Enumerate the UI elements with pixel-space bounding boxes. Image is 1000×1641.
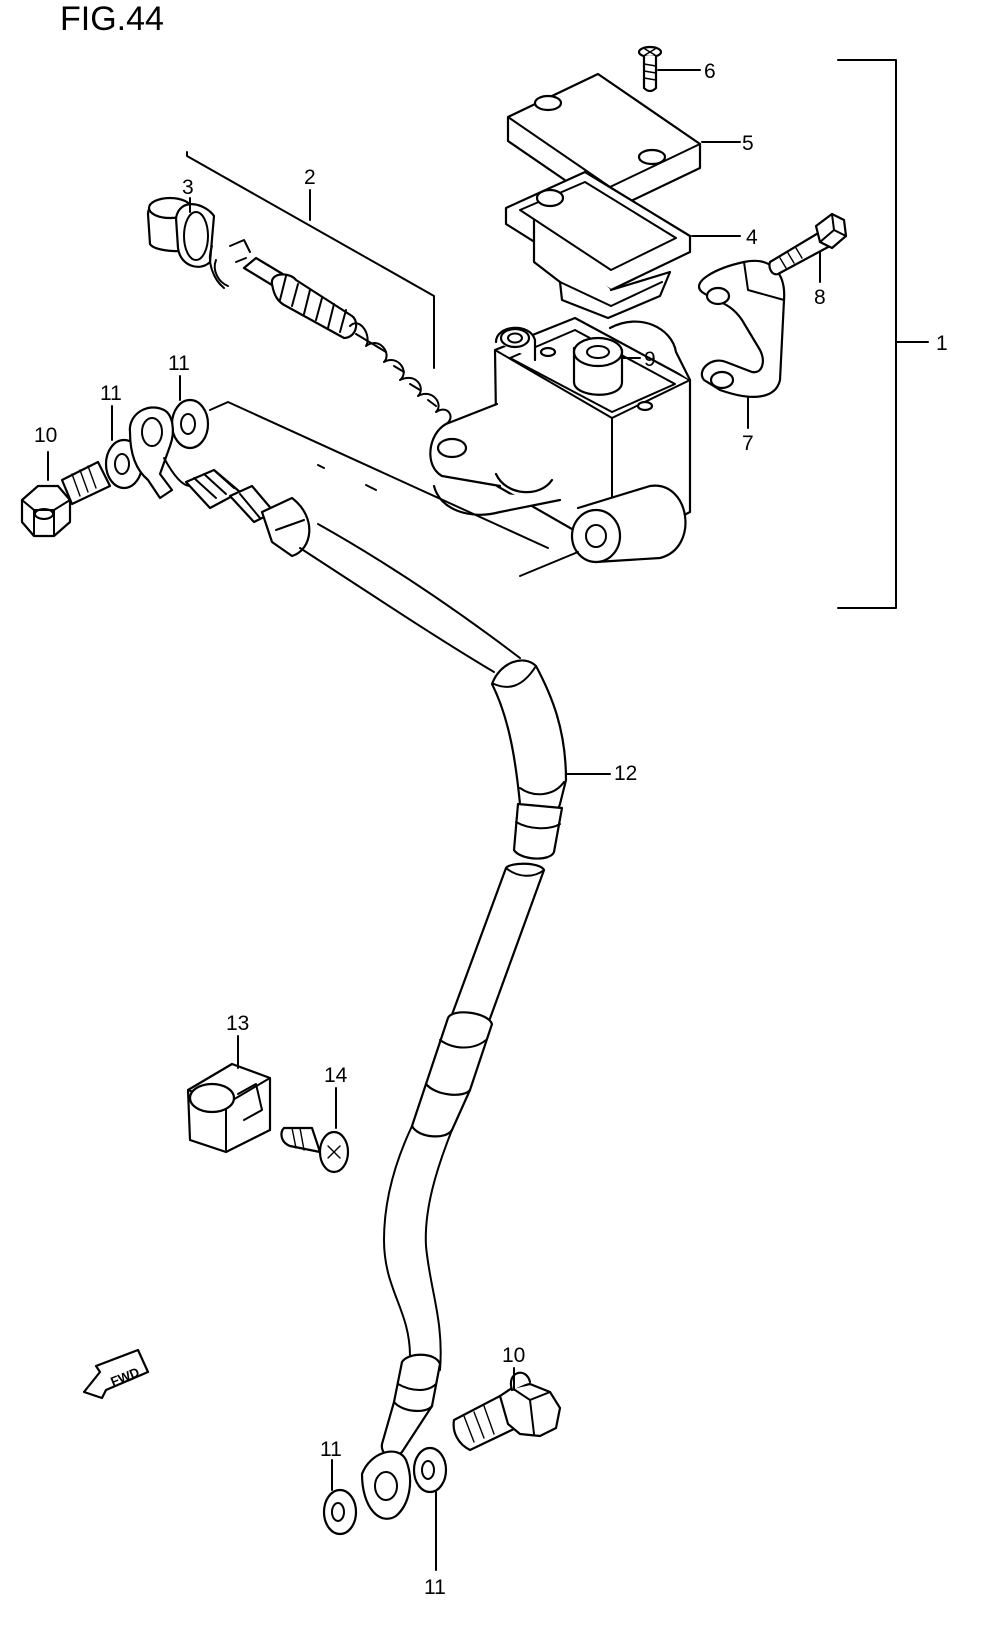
callout-11-bottom-left: 11	[320, 1438, 342, 1461]
part-7-clamp	[698, 259, 786, 429]
callout-11-upper: 11	[168, 352, 190, 375]
callout-6: 6	[704, 60, 716, 83]
callout-8: 8	[814, 286, 826, 309]
callout-11-left: 11	[100, 382, 122, 405]
part-5-reservoir-cap	[506, 72, 741, 213]
part-11-washer-bottom-left	[322, 1459, 358, 1536]
part-10-union-bolt-bottom	[452, 1367, 562, 1452]
part-13-hose-clamp	[186, 1035, 272, 1154]
callout-12: 12	[614, 762, 637, 785]
part-8-clamp-bolt	[768, 212, 848, 283]
part-12-brake-hose	[128, 406, 611, 1520]
callout-4: 4	[746, 226, 758, 249]
callout-10-top: 10	[34, 424, 57, 447]
part-2-piston-kit	[208, 239, 452, 425]
part-11-washer-bottom-right	[412, 1446, 448, 1571]
callout-7: 7	[742, 432, 754, 455]
callout-5: 5	[742, 132, 754, 155]
hose-routing-line	[209, 401, 579, 577]
piston-kit-bracket	[186, 151, 435, 369]
callout-14: 14	[324, 1064, 348, 1087]
callout-11-bottom-right: 11	[424, 1576, 446, 1599]
part-14-clamp-screw	[280, 1087, 350, 1174]
part-10-union-bolt-top	[20, 451, 112, 538]
assembly-bracket	[837, 59, 929, 609]
figure-title: FIG.44	[60, 0, 164, 38]
part-3-boot	[146, 196, 216, 268]
callout-13: 13	[226, 1012, 249, 1035]
part-6-screw	[637, 45, 701, 93]
fwd-arrow-icon: FWD	[82, 1348, 150, 1400]
callout-2: 2	[304, 166, 316, 189]
callout-10-bottom: 10	[502, 1344, 525, 1367]
part-4-diaphragm	[504, 170, 741, 320]
callout-9: 9	[644, 348, 656, 371]
part-1-master-cylinder-body	[429, 316, 692, 564]
callout-1: 1	[936, 332, 948, 355]
callout-3: 3	[182, 176, 194, 199]
part-11-washer-upper	[170, 375, 210, 450]
